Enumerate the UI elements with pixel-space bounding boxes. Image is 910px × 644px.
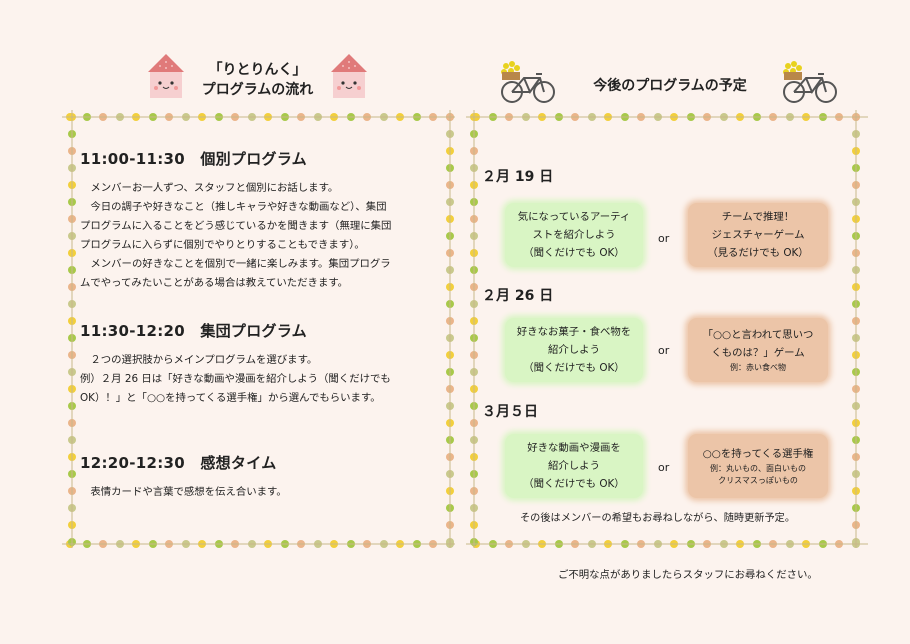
body-line: OK）！」と「○○を持ってくる選手権」から選んでもらいます。 <box>80 392 381 404</box>
bicycle-with-flowers-icon <box>783 61 837 103</box>
body-line: メンバーの好きなことを個別で一緒に楽しみます。集団プログラ <box>80 258 391 270</box>
card-line: ○○を持ってくる選手権 <box>702 448 814 460</box>
section-time: 12:20-12:30 感想タイム <box>80 454 277 472</box>
card-line: 「○○と言われて思いつ <box>702 329 814 341</box>
option-a-card: 気になっているアーティ ストを紹介しよう （聞くだけでも OK） <box>505 203 643 267</box>
body-line: プログラムに入らずに個別でやりとりすることもできます）。 <box>80 239 365 251</box>
card-line: 紹介しよう <box>548 344 600 356</box>
section-body: 表情カードや言葉で感想を伝え合います。 <box>80 483 445 502</box>
option-b-card: ○○を持ってくる選手権 例：丸いもの、面白いもの クリスマスっぽいもの <box>688 434 828 498</box>
option-b-card: 「○○と言われて思いつ くものは？」ゲーム 例：赤い食べ物 <box>688 318 828 382</box>
body-line: ２つの選択肢からメインプログラムを選びます。 <box>80 354 318 366</box>
section-body: ２つの選択肢からメインプログラムを選びます。 例）２月 26 日は「好きな動画や… <box>80 351 445 408</box>
card-note: 例：赤い食べ物 <box>730 363 786 372</box>
card-note: クリスマスっぽいもの <box>718 476 798 485</box>
schedule-footer: その後はメンバーの希望もお尋ねしながら、随時更新予定。 <box>520 513 796 524</box>
or-label: or <box>658 461 670 474</box>
body-line: 例）２月 26 日は「好きな動画や漫画を紹介しよう（聞くだけでも <box>80 373 391 385</box>
card-line: くものは？」ゲーム <box>711 347 805 359</box>
option-b-card: チームで推理！ ジェスチャーゲーム （見るだけでも OK） <box>688 203 828 267</box>
option-a-card: 好きな動画や漫画を 紹介しよう （聞くだけでも OK） <box>505 434 643 498</box>
card-line: （聞くだけでも OK） <box>523 247 625 259</box>
schedule-date: ２月 19 日 <box>482 169 554 185</box>
body-line: 表情カードや言葉で感想を伝え合います。 <box>80 486 287 498</box>
contact-note: ご不明な点がありましたらスタッフにお尋ねください。 <box>558 569 818 581</box>
left-title-line2: プログラムの流れ <box>201 82 314 98</box>
bicycle-with-flowers-icon <box>501 61 555 103</box>
body-line: ムでやってみたいことがある場合は教えていただきます。 <box>80 277 349 289</box>
card-line: ジェスチャーゲーム <box>711 229 805 241</box>
option-a-card: 好きなお菓子・食べ物を 紹介しよう （聞くだけでも OK） <box>505 318 643 382</box>
card-note: 例：丸いもの、面白いもの <box>710 464 806 473</box>
left-title-line1: 「りとりんく」 <box>208 62 307 78</box>
house-icon <box>331 54 367 98</box>
card-line: 好きな動画や漫画を <box>527 442 621 454</box>
section-body: メンバーお一人ずつ、スタッフと個別にお話します。 今日の調子や好きなこと（推しキ… <box>80 179 445 293</box>
card-line: 好きなお菓子・食べ物を <box>516 326 632 338</box>
section-time: 11:00-11:30 個別プログラム <box>80 150 307 168</box>
section-time: 11:30-12:20 集団プログラム <box>80 322 307 340</box>
card-line: （聞くだけでも OK） <box>523 478 625 490</box>
card-line: ストを紹介しよう <box>532 229 616 241</box>
card-line: チームで推理！ <box>721 211 795 223</box>
right-title: 今後のプログラムの予定 <box>593 78 747 94</box>
left-panel: 11:00-11:30 個別プログラム メンバーお一人ずつ、スタッフと個別にお話… <box>80 148 445 502</box>
or-label: or <box>658 344 670 357</box>
card-line: 紹介しよう <box>548 460 600 472</box>
or-label: or <box>658 232 670 245</box>
card-line: （見るだけでも OK） <box>707 247 809 259</box>
left-title: 「りとりんく」 プログラムの流れ <box>190 60 325 100</box>
schedule-date: ２月 26 日 <box>482 288 554 304</box>
body-line: 今日の調子や好きなこと（推しキャラや好きな動画など）、集団 <box>80 201 387 213</box>
body-line: プログラムに入ることをどう感じているかを聞きます（無理に集団 <box>80 220 392 232</box>
house-icon <box>148 54 184 98</box>
card-line: 気になっているアーティ <box>517 211 631 223</box>
schedule-date: ３月５日 <box>482 404 538 420</box>
body-line: メンバーお一人ずつ、スタッフと個別にお話します。 <box>80 182 339 194</box>
card-line: （聞くだけでも OK） <box>523 362 625 374</box>
